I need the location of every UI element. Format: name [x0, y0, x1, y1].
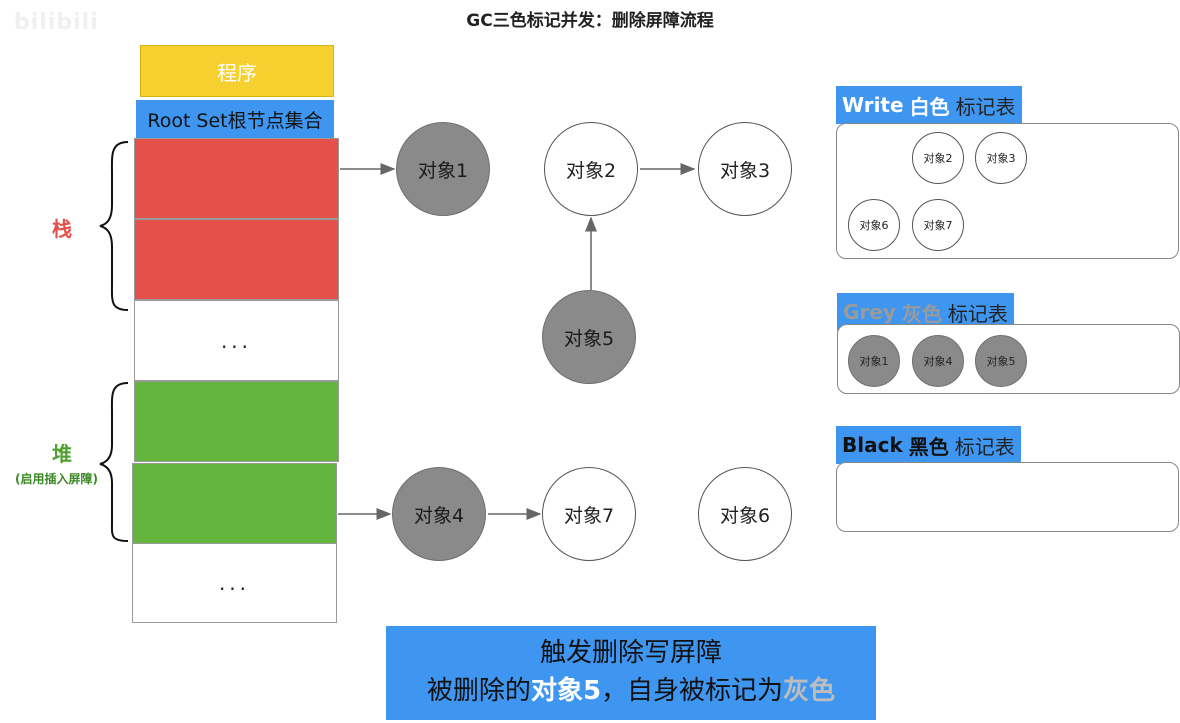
- program-box: 程序: [140, 45, 334, 97]
- heap-brace: [99, 382, 129, 542]
- heap-label: 堆: [52, 442, 72, 466]
- white-item: 对象3: [975, 132, 1027, 184]
- caption-line-1: 触发删除写屏障: [539, 638, 722, 669]
- watermark: bilibili: [14, 10, 99, 35]
- rootset-box: Root Set根节点集合: [136, 100, 334, 138]
- stack-cell-2: [134, 219, 339, 300]
- white-table-label: Write 白色 标记表: [836, 86, 1022, 124]
- heap-note: (启用插入屏障): [15, 472, 98, 486]
- object-4: 对象4: [392, 467, 486, 561]
- white-label-cn: 白色: [909, 94, 950, 119]
- ellipsis-text: ...: [218, 571, 251, 595]
- object-3: 对象3: [698, 122, 792, 216]
- ellipsis-text: ...: [220, 328, 253, 353]
- grey-item: 对象1: [848, 335, 900, 387]
- white-item: 对象6: [848, 199, 900, 251]
- page-title: GC三色标记并发：删除屏障流程: [466, 11, 714, 31]
- white-label-en: Write: [842, 93, 904, 117]
- stack-cell-1: [134, 138, 339, 219]
- caption-color: 灰色: [783, 676, 836, 706]
- grey-label-cn: 灰色: [901, 301, 942, 326]
- object-6: 对象6: [698, 467, 792, 561]
- stack-ellipsis-cell: ...: [134, 300, 339, 381]
- object-7: 对象7: [542, 467, 636, 561]
- object-5: 对象5: [542, 290, 636, 384]
- black-label-en: Black: [842, 433, 903, 457]
- white-item: 对象7: [912, 199, 964, 251]
- caption-object: 对象5: [530, 676, 602, 706]
- object-1: 对象1: [396, 122, 490, 216]
- black-table: [836, 462, 1179, 532]
- white-label-suffix: 标记表: [955, 94, 1016, 119]
- black-table-label: Black 黑色 标记表: [836, 426, 1021, 464]
- heap-ellipsis-cell: ...: [132, 543, 337, 623]
- caption-line-2: 被删除的对象5，自身被标记为灰色: [427, 673, 835, 711]
- caption-mid: ，自身被标记为: [601, 676, 784, 706]
- black-label-cn: 黑色: [908, 434, 949, 459]
- white-item: 对象2: [912, 132, 964, 184]
- object-2: 对象2: [544, 122, 638, 216]
- grey-item: 对象4: [912, 335, 964, 387]
- grey-label-en: Grey: [843, 300, 896, 324]
- grey-label-suffix: 标记表: [947, 301, 1008, 326]
- heap-cell-1: [134, 381, 339, 462]
- caption-pre: 被删除的: [426, 676, 531, 706]
- black-label-suffix: 标记表: [954, 434, 1015, 459]
- caption-banner: 触发删除写屏障 被删除的对象5，自身被标记为灰色: [386, 626, 876, 720]
- stack-label: 栈: [52, 217, 72, 241]
- stack-brace: [99, 141, 129, 311]
- grey-item: 对象5: [975, 335, 1027, 387]
